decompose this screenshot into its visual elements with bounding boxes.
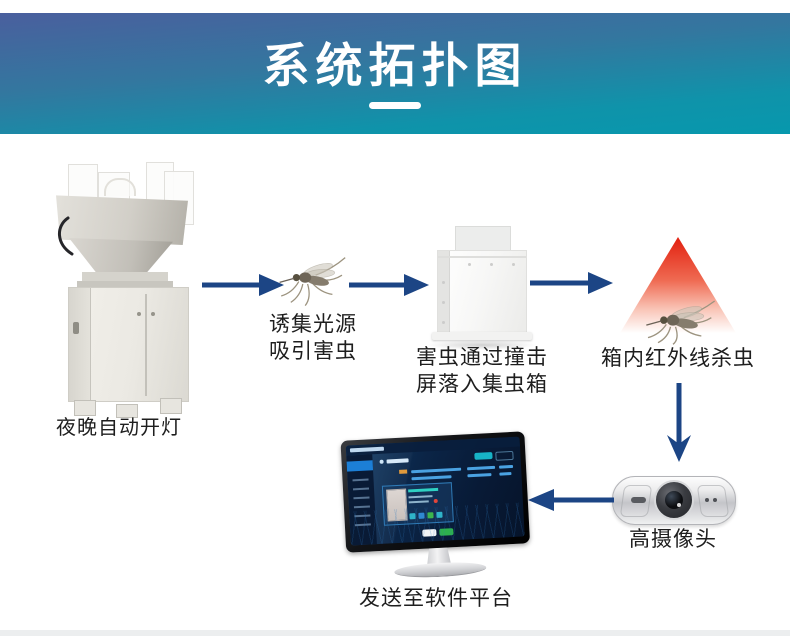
collector-screw [442,321,445,324]
machine-plate [77,281,173,287]
platform-label: 发送至软件平台 [359,587,513,610]
dashboard-secondary-button [495,450,514,461]
dashboard-card-icon [418,512,425,519]
collector-rim [438,256,526,258]
insect-trap-machine-icon [52,162,197,418]
dashboard-sidebar [346,454,377,546]
collector-label-line1: 害虫通过撞击 [416,346,548,369]
dashboard-sidebar-active-item [346,460,374,472]
lure-label-line2: 吸引害虫 [269,340,357,363]
dashboard-topbar [345,436,521,456]
infrared-label: 箱内红外线杀虫 [601,347,755,370]
collector-screw [442,301,445,304]
collector-screw [512,263,515,266]
dashboard-sidebar-item [352,478,369,482]
camera-dot [705,498,709,502]
mosquito-icon [279,257,346,306]
dashboard-primary-button [474,451,493,460]
machine-foot [160,398,182,414]
machine-lock [151,312,155,316]
monitor-stand-base [394,560,487,580]
dashboard-text-bar [498,464,514,469]
collector-screw [468,263,471,266]
dashboard-sidebar-item [354,514,371,518]
machine-handle [73,322,79,334]
collector-frame [438,251,450,335]
machine-foot [74,400,96,416]
dashboard-sidebar-item [353,505,370,509]
insect-collection-box-icon [427,226,537,350]
collector-screw [442,281,445,284]
collector-body [437,250,527,336]
title-banner: 系统拓扑图 [0,13,790,134]
dashboard-card-icon [427,512,434,519]
bottom-divider [0,630,790,636]
machine-fan-arc [104,178,136,196]
dashboard-orange-chip [399,469,408,474]
dashboard-card-text-bar [408,500,429,504]
camera-label: 高摄像头 [629,528,717,551]
monitor-bezel [340,431,531,553]
camera-dot [713,498,717,502]
dashboard-card-alert-dot [433,498,438,504]
collector-base [432,332,532,340]
camera-lens-glint [677,503,681,507]
camera-device-icon [612,476,736,525]
monitor-screen [345,436,525,546]
mosquito-icon [646,300,716,345]
machine-hopper [56,195,188,245]
collector-label: 害虫通过撞击 屏落入集虫箱 [402,344,562,398]
dashboard-card-title-bar [408,487,439,493]
dashboard-header-title-bar [386,458,409,464]
collector-label-line2: 屏落入集虫箱 [416,373,548,396]
camera-speaker-slot [631,497,646,503]
machine-door-split [145,294,147,396]
dashboard-text-bar [467,473,492,478]
dashboard-card-icon [436,511,443,518]
machine-funnel [69,238,173,276]
arrow-left-icon [528,486,614,514]
dashboard-text-bar [499,472,512,476]
machine-foot [116,404,138,418]
camera-lens-ring [654,480,694,520]
dashboard-text-bar [467,465,496,471]
arrow-right-icon [349,271,429,299]
dashboard-sidebar-item [354,523,371,527]
machine-lock [137,312,141,316]
lure-label: 诱集光源 吸引害虫 [253,311,373,365]
arrow-right-icon [202,271,284,299]
machine-label: 夜晚自动开灯 [56,417,182,439]
dashboard-header-dot [379,459,384,464]
camera-lens [665,491,683,509]
dashboard-card-icon [409,513,416,520]
dashboard-pagination-button [422,529,437,537]
arrow-right-icon [530,269,613,297]
dashboard-sidebar-item [353,496,370,500]
arrow-down-icon [666,383,692,463]
page-title: 系统拓扑图 [262,39,528,92]
lure-label-line1: 诱集光源 [269,313,357,336]
machine-cabinet [68,287,189,402]
dashboard-text-bar [411,475,452,481]
machine-cable [58,216,74,256]
title-underline [369,102,421,109]
collector-shadow [427,340,537,350]
software-platform-monitor-icon [340,431,531,580]
dashboard-pagination-button-active [439,528,454,536]
dashboard-sidebar-item [352,487,370,491]
dashboard-record-card [381,482,454,526]
dashboard-device-thumbnail [386,488,408,522]
dashboard-card-text-bar [408,495,433,499]
dashboard-text-bar [411,467,462,474]
collector-screw [490,263,493,266]
machine-cabinet-side [69,288,91,401]
